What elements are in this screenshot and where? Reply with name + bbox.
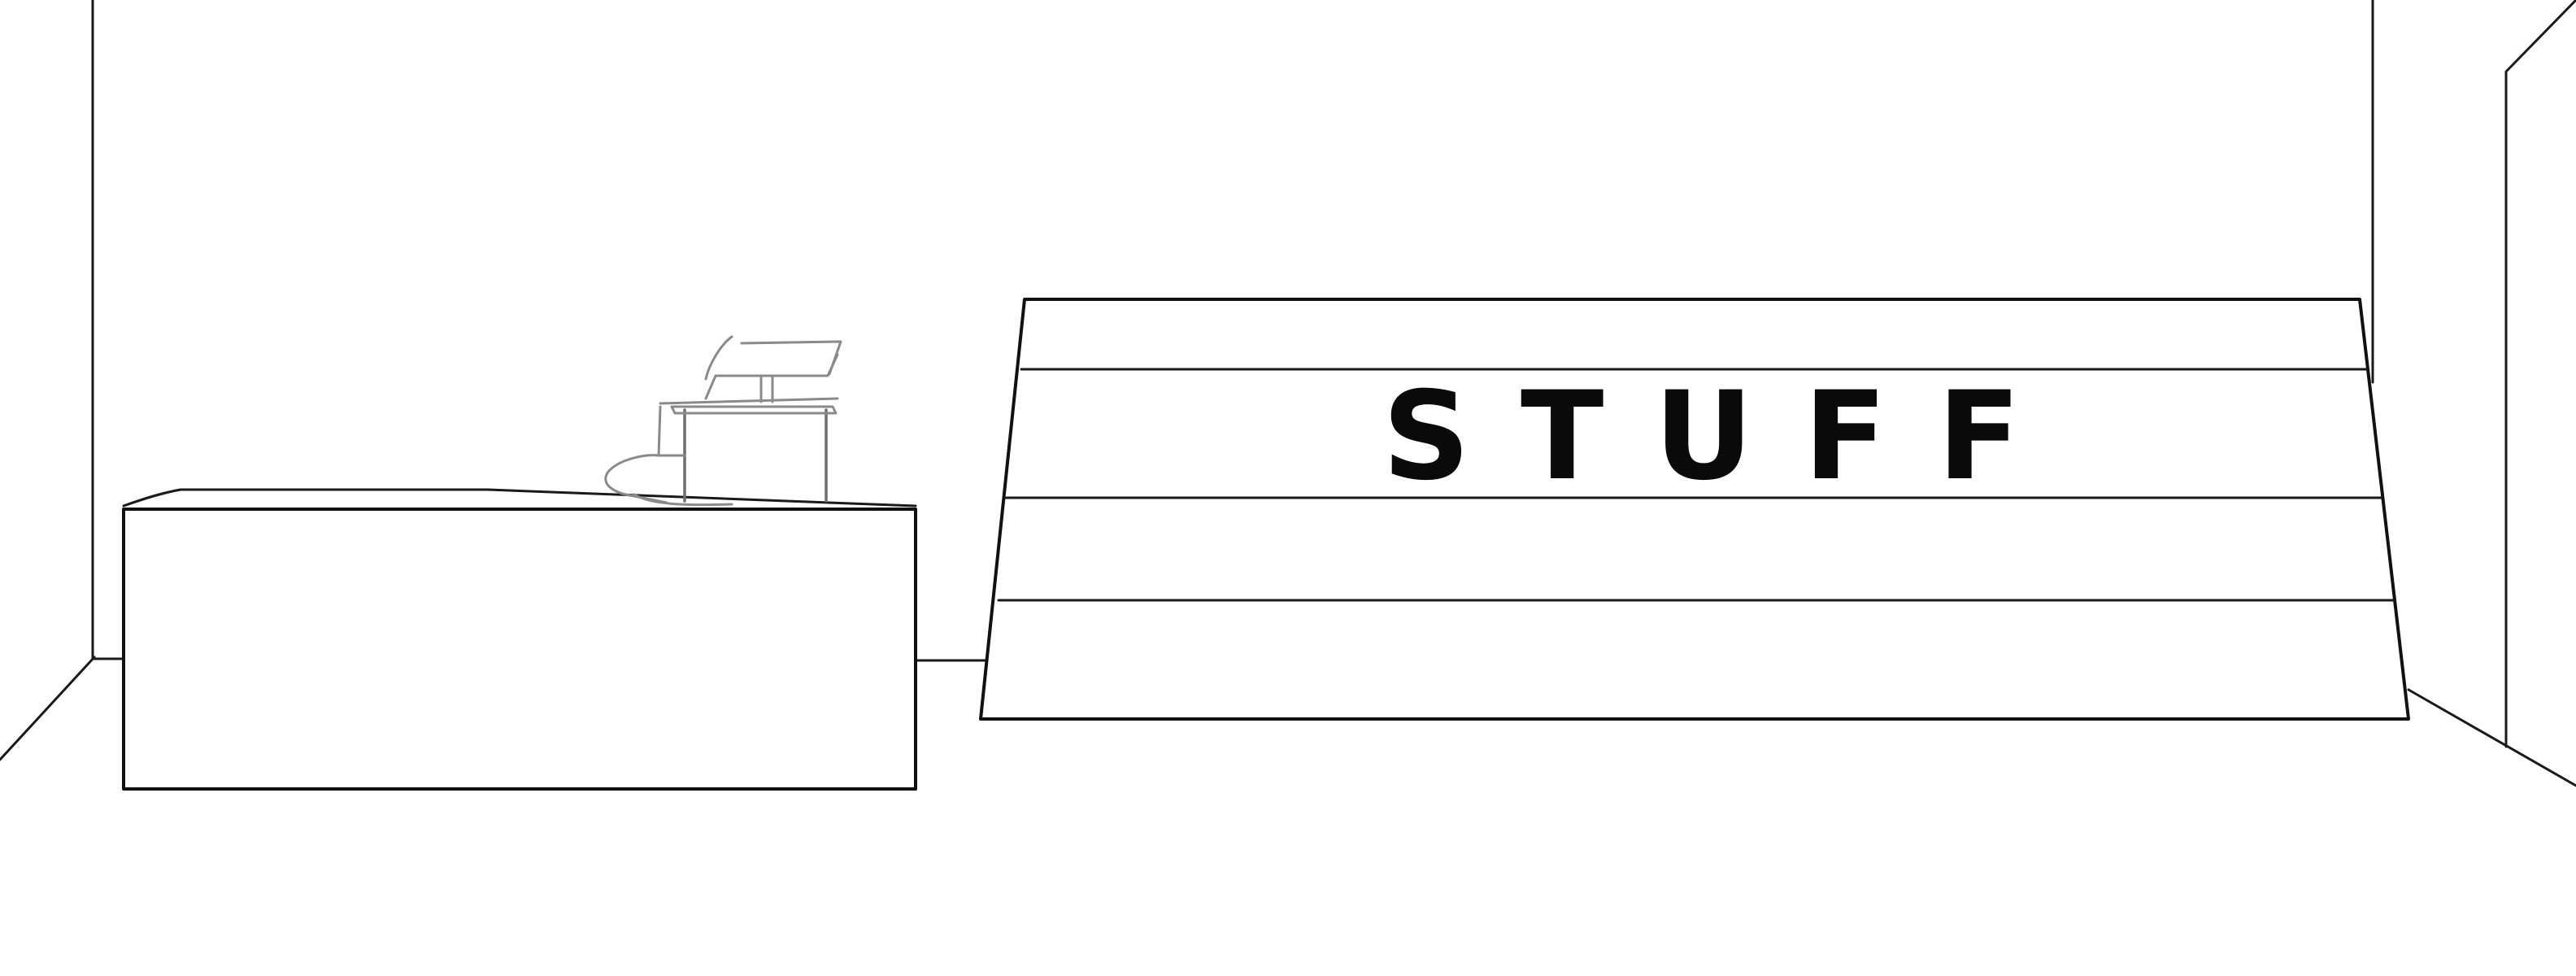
counter	[122, 488, 917, 791]
right-floor-diagonal	[2407, 688, 2576, 787]
stuff-sign: STUFF	[979, 298, 2410, 721]
left-floor-diagonal	[0, 656, 96, 761]
door-frame	[2504, 0, 2576, 748]
room-walls	[0, 0, 2576, 787]
counter-top-edge	[122, 488, 917, 508]
sign-board-outline	[979, 298, 2410, 721]
counter-body	[122, 508, 917, 791]
sign-label: STUFF	[1382, 366, 2071, 508]
cash-register-sketch	[604, 335, 842, 507]
